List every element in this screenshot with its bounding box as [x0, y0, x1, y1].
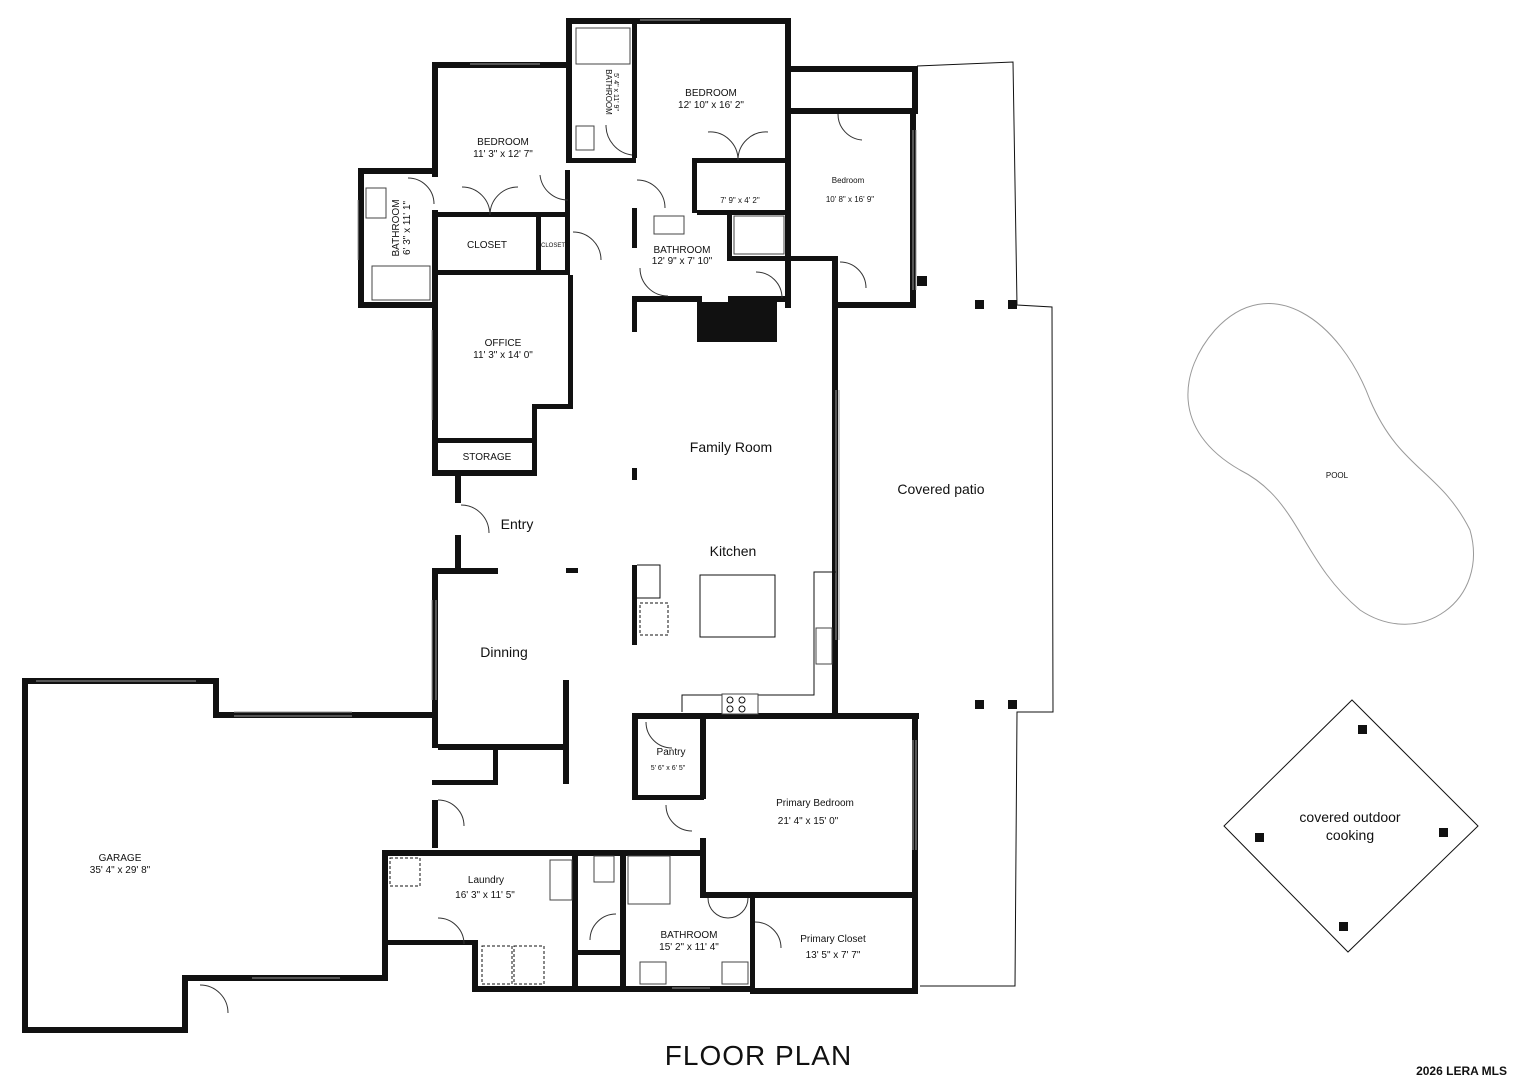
bedroom-n-name: BEDROOM: [685, 88, 737, 99]
outdoor-cooking-line1: covered outdoor: [1299, 809, 1401, 825]
garage-name: GARAGE: [99, 853, 142, 864]
bathroom-s-dims: 15' 2" x 11' 4": [659, 942, 719, 953]
bedroom-ne-dims: 10' 8" x 16' 9": [826, 195, 874, 204]
floor-plan-title: FLOOR PLAN: [664, 1040, 853, 1071]
bathroom-n-name: BATHROOM: [604, 69, 613, 115]
bedroom-nw-name: BEDROOM: [477, 137, 529, 148]
bathroom-s-name: BATHROOM: [660, 930, 717, 941]
thin-lines: [36, 19, 1479, 1014]
entry-name: Entry: [501, 516, 534, 532]
bathroom-w-dims: 6' 3" x 11' 1": [402, 201, 413, 256]
laundry-name: Laundry: [468, 875, 504, 886]
bathroom-n-dims: 5' 4" x 11' 9": [612, 73, 619, 111]
pantry-dims: 5' 6" x 6' 5": [651, 765, 686, 772]
outdoor-cooking-line2: cooking: [1326, 827, 1374, 843]
dinning-name: Dinning: [480, 644, 527, 660]
copyright-label: 2026 LERA MLS: [1416, 1064, 1507, 1078]
covered-patio-name: Covered patio: [897, 481, 984, 497]
bathroom-c-dims: 12' 9" x 7' 10": [652, 256, 713, 267]
primary-bedroom-dims: 21' 4" x 15' 0": [778, 816, 839, 827]
bedroom-ne-name: Bedroom: [832, 176, 865, 185]
garage-dims: 35' 4" x 29' 8": [90, 865, 151, 876]
primary-closet-name: Primary Closet: [800, 934, 866, 945]
closet-small-name: CLOSET: [541, 243, 565, 249]
office-dims: 11' 3" x 14' 0": [473, 350, 533, 361]
bathroom-w-name: BATHROOM: [391, 199, 402, 256]
bedroom-n-dims: 12' 10" x 16' 2": [678, 100, 744, 111]
bathroom-c-name: BATHROOM: [653, 245, 710, 256]
laundry-dims: 16' 3" x 11' 5": [455, 890, 515, 901]
closet-name: CLOSET: [467, 240, 507, 251]
family-room-name: Family Room: [690, 439, 772, 455]
office-name: OFFICE: [485, 338, 522, 349]
pool-name: POOL: [1326, 471, 1349, 480]
primary-closet-dims: 13' 5" x 7' 7": [806, 950, 861, 961]
pantry-name: Pantry: [657, 747, 686, 758]
room-labels: BEDROOM 11' 3" x 12' 7" BEDROOM 12' 10" …: [90, 69, 1401, 961]
kitchen-name: Kitchen: [710, 543, 757, 559]
closet-n-dims: 7' 9" x 4' 2": [720, 196, 760, 205]
storage-name: STORAGE: [463, 452, 512, 463]
walls: [22, 18, 1448, 1033]
primary-bedroom-name: Primary Bedroom: [776, 798, 854, 809]
bedroom-nw-dims: 11' 3" x 12' 7": [473, 149, 533, 160]
